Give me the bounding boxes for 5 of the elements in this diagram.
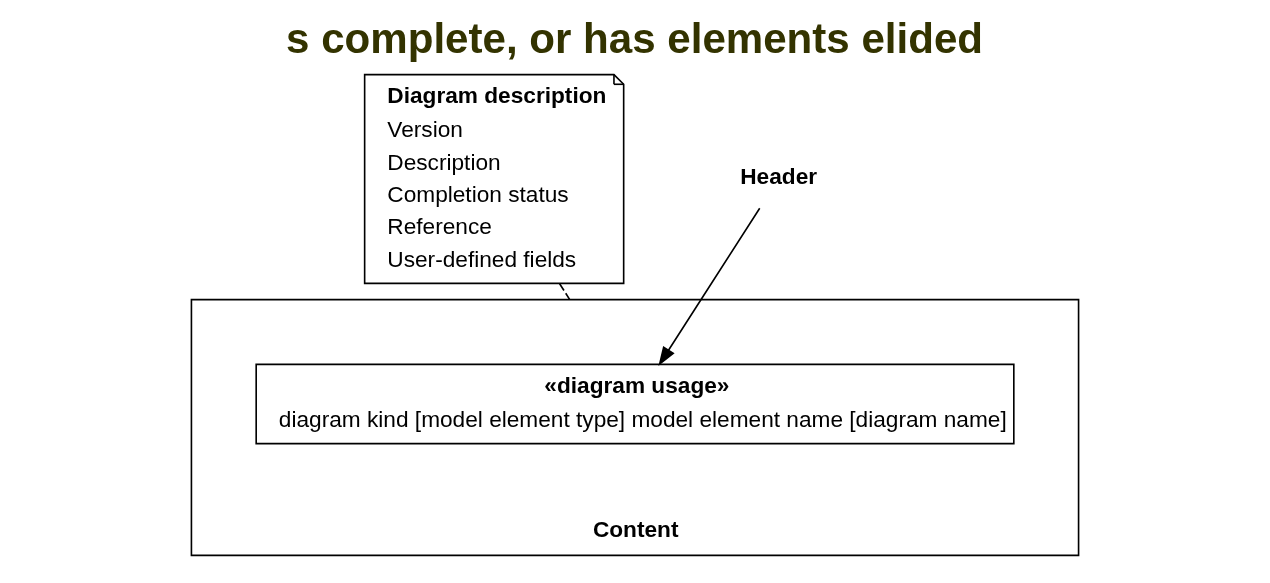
- connector: [558, 282, 571, 301]
- arrow: [658, 207, 761, 367]
- node-text: Header: [740, 163, 818, 190]
- diagram-title: s complete, or has elements elided: [286, 15, 984, 63]
- node-box: «diagram usage» diagram kind [model element type] model element name [diagram name]: [255, 363, 1015, 445]
